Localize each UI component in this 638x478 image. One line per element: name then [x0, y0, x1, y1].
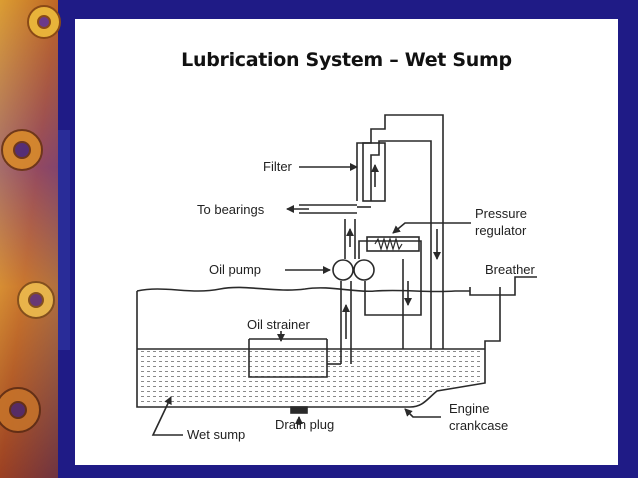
pressure-regulator-label-line2: regulator [475, 223, 527, 238]
relief-loop [358, 240, 422, 316]
filter-element [362, 142, 386, 202]
lubrication-diagram: Filter To bearings Pressure regulator Oi… [136, 114, 537, 442]
gear-icon [1, 129, 43, 171]
gear-icon [27, 5, 61, 39]
oil-strainer [248, 339, 328, 378]
wet-sump-label: Wet sump [187, 427, 245, 442]
breather-pipe [469, 281, 516, 296]
pressure-regulator-label-line1: Pressure [475, 206, 527, 221]
oil-pump-label: Oil pump [209, 262, 261, 277]
engine-crankcase-label-line2: crankcase [449, 418, 508, 433]
oil-pump-gear-left [332, 259, 354, 281]
oil-pump-gear-right [353, 259, 375, 281]
filter-housing [356, 114, 444, 349]
oil-surface-wave [136, 286, 470, 293]
crankcase-wall [136, 287, 501, 408]
to-bearings-label: To bearings [197, 202, 265, 217]
engine-crankcase-label-line1: Engine [449, 401, 489, 416]
breather-label: Breather [485, 262, 536, 277]
oil-strainer-label: Oil strainer [247, 317, 311, 332]
gear-icon [0, 387, 41, 433]
gear-artwork-strip [0, 0, 70, 478]
gear-icon [17, 281, 55, 319]
drain-plug-label: Drain plug [275, 417, 334, 432]
drain-plug [290, 406, 308, 414]
slide-title: Lubrication System – Wet Sump [181, 49, 512, 71]
filter-label: Filter [263, 159, 293, 174]
